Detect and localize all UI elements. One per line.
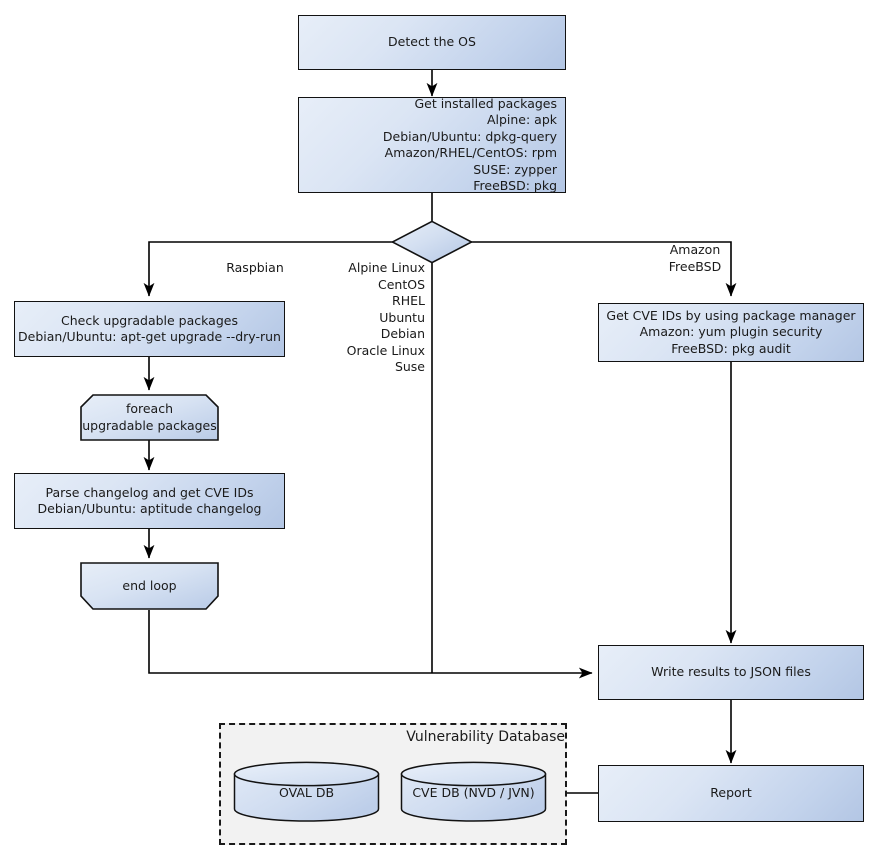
loop-start-shape: [80, 394, 219, 441]
node-detect-the-os[interactable]: Detect the OS: [298, 15, 566, 70]
node-os-decision[interactable]: [390, 220, 474, 264]
edge-label-middle-oses: Alpine Linux CentOS RHEL Ubuntu Debian O…: [346, 260, 425, 374]
node-label: Check upgradable packages Debian/Ubuntu:…: [18, 312, 281, 345]
node-report[interactable]: Report: [598, 765, 864, 822]
node-label: Write results to JSON files: [651, 664, 811, 680]
node-check-upgradable-packages[interactable]: Check upgradable packages Debian/Ubuntu:…: [14, 301, 285, 357]
db-label-oval: OVAL DB: [278, 785, 335, 800]
node-label: Get installed packages Alpine: apk Debia…: [382, 95, 557, 194]
node-label: Detect the OS: [388, 34, 476, 50]
node-label: foreach upgradable packages: [82, 401, 217, 433]
node-label: end loop: [122, 577, 177, 593]
decision-diamond-shape: [390, 220, 474, 264]
node-label: Parse changelog and get CVE IDs Debian/U…: [37, 484, 262, 517]
edge-endloop-to-write: [148, 610, 593, 679]
loop-end-shape: [80, 562, 219, 610]
node-foreach-upgradable-packages[interactable]: foreach upgradable packages: [80, 394, 219, 441]
node-parse-changelog[interactable]: Parse changelog and get CVE IDs Debian/U…: [14, 473, 285, 529]
node-write-results-to-json-files[interactable]: Write results to JSON files: [598, 645, 864, 700]
node-label: Report: [710, 785, 752, 801]
node-get-cve-ids-package-manager[interactable]: Get CVE IDs by using package manager Ama…: [598, 303, 864, 362]
db-label-cve: CVE DB (NVD / JVN): [412, 785, 535, 800]
db-cylinder-oval[interactable]: [233, 761, 380, 822]
db-cylinder-cve[interactable]: [400, 761, 547, 822]
node-label: Get CVE IDs by using package manager Ama…: [606, 307, 856, 356]
node-end-loop[interactable]: end loop: [80, 562, 219, 610]
edge-label-amazon-freebsd: Amazon FreeBSD: [668, 242, 722, 274]
group-title-vulnerability-database: Vulnerability Database: [406, 729, 565, 745]
node-get-installed-packages[interactable]: Get installed packages Alpine: apk Debia…: [298, 95, 566, 194]
